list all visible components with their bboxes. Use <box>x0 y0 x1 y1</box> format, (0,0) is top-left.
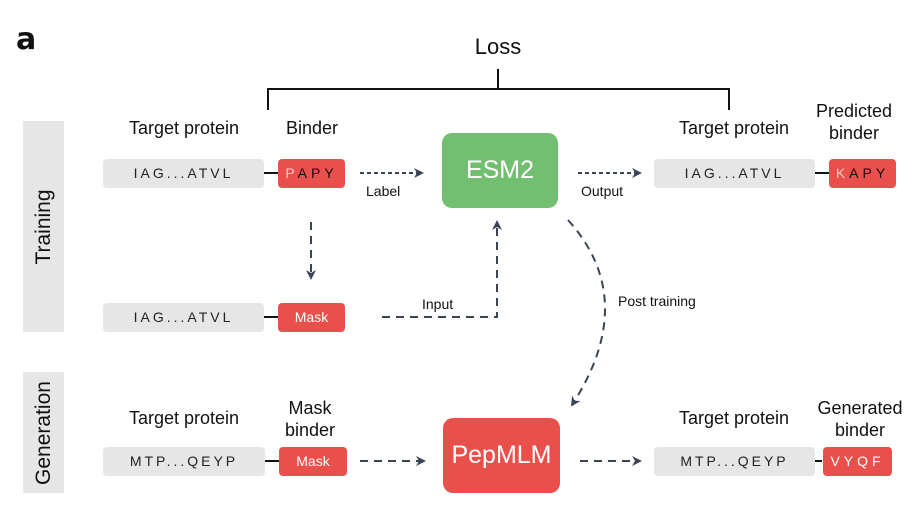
training-target-sequence: IAG...ATVL <box>103 159 264 188</box>
generated-binder-sequence: VYQF <box>823 447 892 476</box>
generation-output-target-sequence: MTP...QEYP <box>654 447 815 476</box>
label-arrow-text: Label <box>366 183 401 199</box>
sequence-connectors <box>264 172 829 462</box>
binder-rest-residues: APY <box>297 165 338 181</box>
generated-binder-header: Generated binder <box>810 397 910 441</box>
predicted-binder-header: Predicted binder <box>812 100 896 144</box>
post-training-text: Post training <box>618 293 696 309</box>
post-training-arrow <box>567 219 606 407</box>
output-arrow-text: Output <box>581 183 624 199</box>
training-section-label: Training <box>23 121 64 332</box>
mask-header-line1: Mask <box>288 398 332 418</box>
predicted-binder-sequence: KAPY <box>829 159 896 188</box>
mask-header-line2: binder <box>284 420 336 440</box>
binder-first-residue: P <box>285 165 298 181</box>
generated-header-line2: binder <box>834 420 886 440</box>
predicted-header-line1: Predicted <box>815 101 893 121</box>
input-arrow <box>382 220 502 318</box>
training-output-target-sequence: IAG...ATVL <box>654 159 815 188</box>
predicted-first-residue: K <box>835 165 850 181</box>
masked-target-sequence: IAG...ATVL <box>103 303 264 332</box>
training-binder-sequence: PAPY <box>278 159 345 188</box>
training-binder-header: Binder <box>285 118 339 138</box>
generated-header-line1: Generated <box>817 398 903 418</box>
predicted-header-line2: binder <box>828 123 880 143</box>
training-target-header: Target protein <box>128 118 240 138</box>
training-mask-token: Mask <box>278 303 345 332</box>
training-out-target-header: Target protein <box>678 118 790 138</box>
generation-section-label: Generation <box>23 372 64 493</box>
panel-label: a <box>16 22 37 57</box>
generation-target-sequence: MTP...QEYP <box>103 447 265 476</box>
input-arrow-text: Input <box>422 296 454 312</box>
generation-mask-token: Mask <box>279 447 347 476</box>
esm2-model-box: ESM2 <box>442 133 558 208</box>
loss-bracket <box>267 69 730 110</box>
generation-out-target-header: Target protein <box>678 408 790 428</box>
loss-label: Loss <box>474 34 522 59</box>
pepmlm-model-box: PepMLM <box>443 418 560 493</box>
generation-target-header: Target protein <box>128 408 240 428</box>
predicted-rest-residues: APY <box>849 165 890 181</box>
mask-binder-header: Mask binder <box>270 397 350 441</box>
